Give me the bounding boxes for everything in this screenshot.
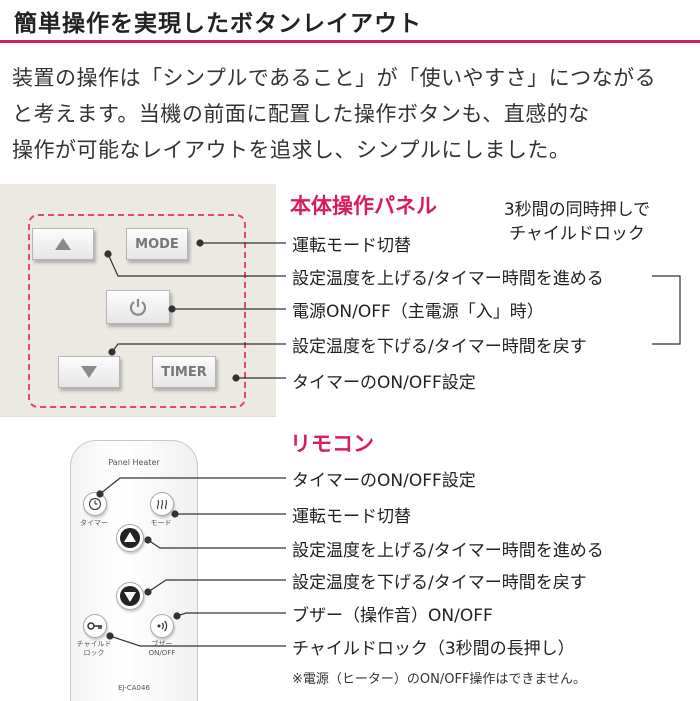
- key-icon: [87, 622, 102, 630]
- triangle-up-icon: [120, 528, 140, 548]
- remote-up-button[interactable]: [116, 524, 144, 552]
- intro-paragraph: 装置の操作は「シンプルであること」が「使いやすさ」につながる と考えます。当機の…: [12, 60, 692, 168]
- panel-label-temp-up: 設定温度を上げる/タイマー時間を進める: [292, 269, 604, 289]
- panel-down-button[interactable]: [58, 356, 120, 388]
- remote-footnote: ※電源（ヒーター）のON/OFF操作はできません。: [292, 672, 587, 687]
- remote-line-buzzer: [176, 612, 286, 617]
- child-lock-bracket: [652, 275, 681, 345]
- clock-icon: [88, 497, 102, 511]
- remote-child-lock-button[interactable]: [83, 614, 107, 638]
- remote-line-up: [147, 539, 286, 549]
- triangle-up-icon: [55, 238, 71, 250]
- remote-model-number: EJ-CA046: [118, 684, 150, 692]
- power-icon: [129, 299, 147, 316]
- panel-label-temp-down: 設定温度を下げる/タイマー時間を戻す: [292, 337, 587, 357]
- remote-line-child-lock: [109, 635, 286, 647]
- remote-timer-caption: タイマー: [80, 519, 108, 527]
- remote-label-timer: タイマーのON/OFF設定: [292, 471, 476, 491]
- panel-up-button[interactable]: [32, 228, 94, 260]
- remote-control-photo: [70, 440, 198, 701]
- triangle-down-icon: [81, 366, 97, 378]
- panel-label-mode: 運転モード切替: [292, 236, 411, 256]
- child-lock-note-line-2: チャイルドロック: [509, 224, 645, 244]
- page-title: 簡単操作を実現したボタンレイアウト: [14, 11, 422, 37]
- intro-line-3: 操作が可能なレイアウトを追求し、シンプルにしました。: [12, 138, 571, 162]
- remote-line-down: [147, 579, 286, 593]
- child-lock-note: 3秒間の同時押しで チャイルドロック: [462, 198, 692, 246]
- remote-label-temp-up: 設定温度を上げる/タイマー時間を進める: [292, 541, 604, 561]
- panel-mode-button[interactable]: MODE: [126, 228, 188, 260]
- remote-mode-button[interactable]: [150, 492, 174, 516]
- heat-waves-icon: [156, 499, 168, 510]
- panel-power-button[interactable]: [106, 290, 170, 324]
- timer-button-label: TIMER: [161, 364, 207, 380]
- callout-line-up: [107, 253, 286, 277]
- panel-section-heading: 本体操作パネル: [290, 194, 437, 218]
- remote-label-child-lock: チャイルドロック（3秒間の長押し）: [292, 639, 575, 659]
- remote-label-mode: 運転モード切替: [292, 507, 411, 527]
- speaker-sound-icon: [157, 620, 168, 632]
- child-lock-note-line-1: 3秒間の同時押しで: [503, 200, 651, 220]
- intro-line-1: 装置の操作は「シンプルであること」が「使いやすさ」につながる: [12, 66, 657, 90]
- remote-buzzer-button[interactable]: [150, 614, 174, 638]
- remote-down-button[interactable]: [116, 582, 144, 610]
- triangle-down-icon: [120, 586, 140, 606]
- panel-label-timer: タイマーのON/OFF設定: [292, 373, 476, 393]
- remote-section-heading: リモコン: [290, 432, 374, 456]
- remote-timer-button[interactable]: [83, 492, 107, 516]
- remote-label-buzzer: ブザー（操作音）ON/OFF: [292, 606, 493, 626]
- remote-line-timer: [99, 477, 286, 495]
- remote-child-lock-caption: チャイルドロック: [76, 640, 112, 657]
- title-underline: [0, 40, 700, 43]
- panel-timer-button[interactable]: TIMER: [152, 356, 216, 388]
- mode-button-label: MODE: [135, 236, 179, 252]
- panel-label-power: 電源ON/OFF（主電源「入」時）: [292, 302, 544, 322]
- callout-line-down: [111, 343, 286, 353]
- remote-mode-caption: モード: [150, 519, 172, 527]
- remote-label-temp-down: 設定温度を下げる/タイマー時間を戻す: [292, 573, 587, 593]
- intro-line-2: と考えます。当機の前面に配置した操作ボタンも、直感的な: [12, 102, 590, 126]
- remote-device-title: Panel Heater: [108, 458, 160, 467]
- panel-highlight-frame: [28, 214, 246, 408]
